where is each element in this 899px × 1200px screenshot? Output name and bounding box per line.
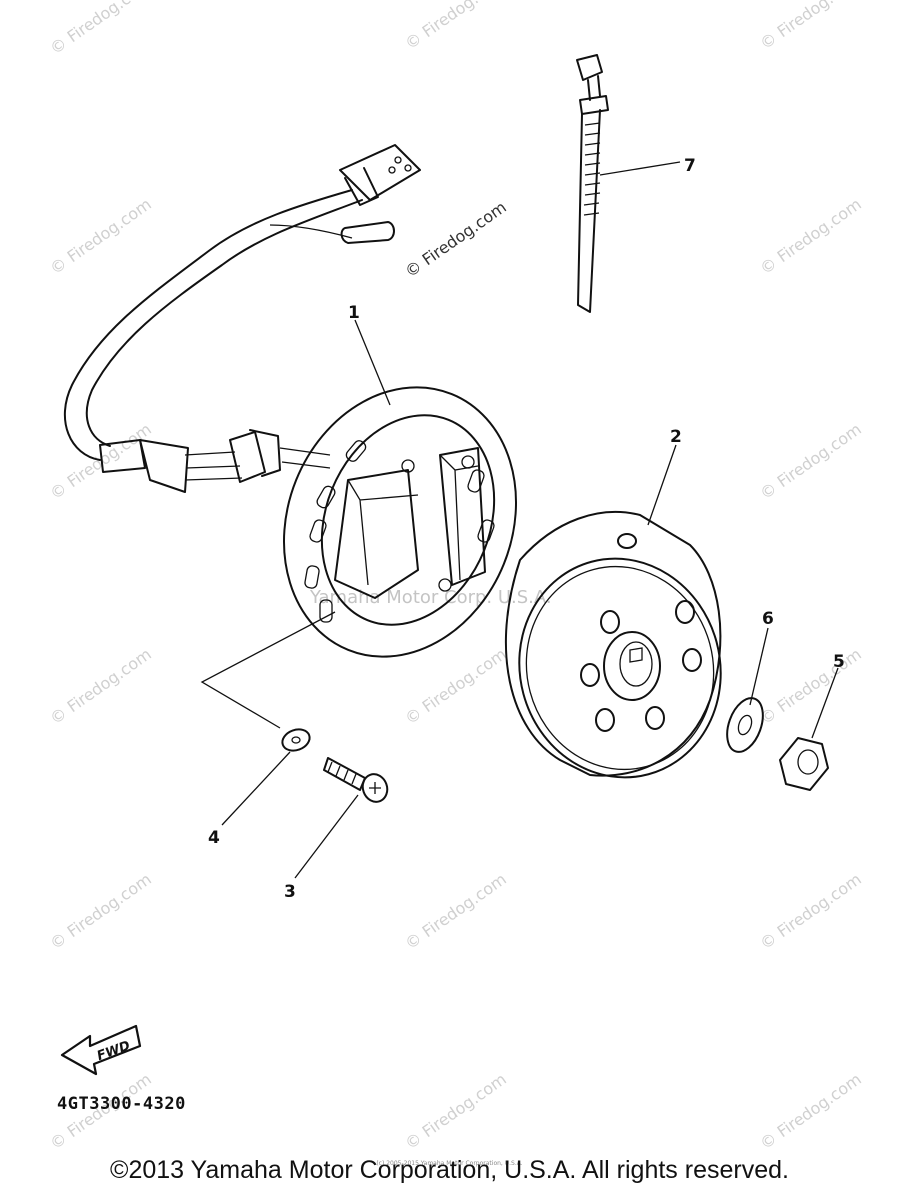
center-watermark: Yamaha Motor Corp. U.S.A. — [309, 587, 552, 608]
screw-3 — [323, 757, 389, 803]
watermark: © Firedog.com — [46, 419, 154, 503]
part-code: 4GT3300-4320 — [57, 1094, 186, 1114]
callout-3: 3 — [284, 882, 296, 902]
watermark: © Firedog.com — [756, 644, 864, 728]
wire-harness — [63, 144, 421, 493]
watermark: © Firedog.com — [756, 1069, 864, 1153]
nut-5 — [779, 737, 829, 791]
callout-5: 5 — [833, 652, 845, 672]
callouts: 1 2 3 4 5 6 7 — [208, 156, 845, 902]
watermark: © Firedog.com — [46, 0, 154, 58]
watermark: © Firedog.com — [401, 0, 509, 53]
stator-assembly — [282, 386, 518, 658]
callout-6: 6 — [762, 609, 774, 629]
watermark: © Firedog.com — [756, 194, 864, 278]
watermark: © Firedog.com — [401, 869, 509, 953]
watermark: © Firedog.com — [401, 1069, 509, 1153]
watermark: © Firedog.com — [401, 197, 509, 281]
leader-lines — [200, 161, 839, 879]
callout-7: 7 — [684, 156, 696, 176]
watermark: © Firedog.com — [46, 194, 154, 278]
watermark: © Firedog.com — [401, 644, 509, 728]
watermark: © Firedog.com — [46, 644, 154, 728]
callout-2: 2 — [670, 427, 682, 447]
washer-4 — [281, 728, 311, 752]
watermark: © Firedog.com — [756, 419, 864, 503]
callout-4: 4 — [208, 828, 220, 848]
watermark: © Firedog.com — [756, 869, 864, 953]
callout-1: 1 — [348, 303, 360, 323]
watermark: © Firedog.com — [46, 869, 154, 953]
flywheel-rotor — [504, 511, 722, 779]
copyright-notice: ©2013 Yamaha Motor Corporation, U.S.A. A… — [110, 1156, 789, 1184]
washer-6 — [726, 697, 764, 753]
watermark: © Firedog.com — [756, 0, 864, 53]
tiny-copyright: (c) 2005-2015 Yamaha Motor Corporation, … — [376, 1160, 523, 1167]
watermark-layer: © Firedog.com © Firedog.com © Firedog.co… — [46, 0, 864, 1153]
cable-tie — [576, 54, 609, 313]
fwd-arrow-icon: FWD — [60, 1024, 142, 1076]
